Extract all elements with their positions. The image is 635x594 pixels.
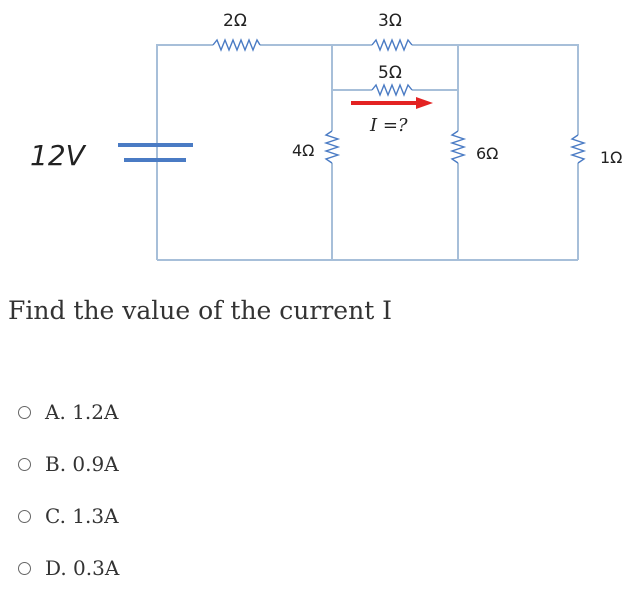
resistor-4-ohm bbox=[323, 130, 341, 164]
option-label: B. 0.9A bbox=[45, 452, 119, 476]
current-arrow bbox=[351, 97, 433, 109]
answer-options: A. 1.2A B. 0.9A C. 1.3A D. 0.3A bbox=[18, 386, 119, 594]
question-text: Find the value of the current I bbox=[8, 296, 393, 325]
resistor-2-ohm bbox=[212, 38, 261, 52]
option-label: C. 1.3A bbox=[45, 504, 119, 528]
option-a[interactable]: A. 1.2A bbox=[18, 386, 119, 438]
battery-symbol bbox=[118, 143, 193, 162]
radio-button[interactable] bbox=[18, 561, 31, 575]
current-label: I =? bbox=[369, 115, 408, 136]
resistor-1-ohm bbox=[569, 134, 587, 164]
resistor-6-ohm-label: 6Ω bbox=[476, 144, 498, 163]
resistor-1-ohm-label: 1Ω bbox=[600, 148, 622, 167]
radio-button[interactable] bbox=[18, 509, 31, 523]
radio-button[interactable] bbox=[18, 457, 31, 471]
option-label: D. 0.3A bbox=[45, 556, 120, 580]
option-c[interactable]: C. 1.3A bbox=[18, 490, 119, 542]
option-label: A. 1.2A bbox=[45, 400, 119, 424]
circuit-diagram: 12V 2Ω 3Ω 5Ω 4Ω 6Ω 1Ω I =? bbox=[30, 11, 622, 261]
radio-button[interactable] bbox=[18, 405, 31, 419]
resistor-3-ohm-label: 3Ω bbox=[378, 11, 402, 31]
option-d[interactable]: D. 0.3A bbox=[18, 542, 119, 594]
source-label: 12V bbox=[30, 139, 87, 172]
option-b[interactable]: B. 0.9A bbox=[18, 438, 119, 490]
resistor-5-ohm-label: 5Ω bbox=[378, 63, 402, 83]
resistor-symbols bbox=[212, 38, 587, 164]
resistor-4-ohm-label: 4Ω bbox=[292, 141, 314, 160]
resistor-6-ohm bbox=[449, 130, 467, 164]
resistor-3-ohm bbox=[371, 38, 413, 52]
resistor-5-ohm bbox=[371, 83, 413, 97]
resistor-2-ohm-label: 2Ω bbox=[223, 11, 247, 31]
wires bbox=[156, 44, 579, 261]
